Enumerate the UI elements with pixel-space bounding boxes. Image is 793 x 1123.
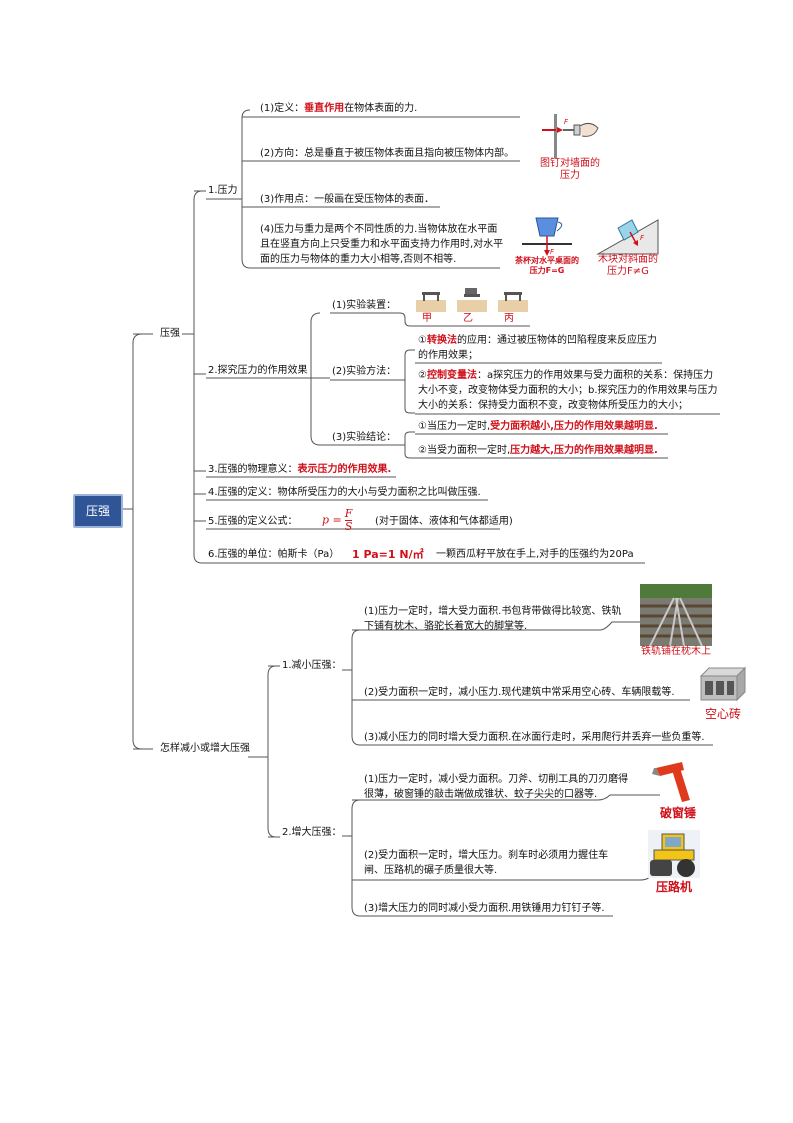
caption-brick: 空心砖	[704, 707, 741, 721]
node-setup[interactable]: (1)实验装置：	[332, 300, 397, 311]
branch-change-title[interactable]: 怎样减小或增大压强	[160, 743, 250, 754]
unit-value: 1 Pa=1 N/㎡	[352, 548, 424, 561]
caption-block: 木块对斜面的压力F≠G	[598, 254, 658, 277]
definition-highlight: 垂直作用	[304, 103, 345, 114]
node-unit[interactable]: 6.压强的单位：帕斯卡（Pa）	[208, 549, 340, 560]
node-conclusion-1[interactable]: ①当压力一定时,受力面积越小,压力的作用效果越明显.	[418, 421, 658, 432]
node-definition[interactable]: 4.压强的定义：物体所受压力的大小与受力面积之比叫做压强.	[208, 487, 481, 498]
increase-item-2[interactable]: (2)受力面积一定时，增大压力。刹车时必须用力握住车闸、压路机的碾子质量很大等.	[364, 850, 609, 876]
root-node[interactable]: 压强	[73, 494, 123, 528]
caption-roller: 压路机	[655, 880, 692, 894]
branch-pressure-title[interactable]: 压强	[160, 328, 180, 339]
node-conclusion[interactable]: (3)实验结论：	[332, 432, 397, 443]
formula-note: (对于固体、液体和气体都适用)	[375, 516, 513, 527]
conclusion1-highlight: 受力面积越小,压力的作用效果越明显.	[490, 421, 658, 432]
node-decrease[interactable]: 1.减小压强：	[282, 660, 342, 671]
setup-label-c: 丙	[504, 313, 514, 324]
node-method[interactable]: (2)实验方法：	[332, 366, 397, 377]
node-formula-label[interactable]: 5.压强的定义公式：	[208, 516, 298, 527]
cup-table-figure: F	[522, 217, 572, 256]
node-conclusion-2[interactable]: ②当受力面积一定时,压力越大,压力的作用效果越明显.	[418, 445, 658, 456]
caption-thumbtack: 图钉对墙面的压力	[540, 158, 600, 181]
road-roller-photo	[648, 830, 700, 878]
setup-label-a: 甲	[422, 313, 432, 324]
caption-hammer: 破窗锤	[659, 806, 696, 820]
node-force-relation[interactable]: (4)压力与重力是两个不同性质的力.当物体放在水平面且在竖直方向上只受重力和水平…	[260, 224, 504, 265]
method1-highlight: 转换法	[426, 335, 457, 346]
increase-item-1[interactable]: (1)压力一定时，减小受力面积。刀斧、切削工具的刀刃磨得很薄，破窗锤的敲击端做成…	[364, 774, 629, 800]
definition-suffix: 在物体表面的力.	[344, 103, 418, 114]
caption-cup: 茶杯对水平桌面的压力F=G	[515, 256, 579, 275]
node-explore[interactable]: 2.探究压力的作用效果	[208, 365, 308, 376]
decrease-item-3[interactable]: (3)减小压力的同时增大受力面积.在冰面行走时，采用爬行并丢弃一些负重等.	[364, 732, 705, 743]
force-label-f: F	[564, 118, 569, 126]
method2-highlight: 控制变量法	[426, 370, 477, 381]
definition-prefix: (1)定义：	[260, 103, 305, 114]
hollow-brick-photo	[699, 666, 747, 702]
svg-text:F: F	[640, 234, 645, 242]
node-force-definition[interactable]: (1)定义：垂直作用在物体表面的力.	[260, 102, 417, 116]
node-meaning[interactable]: 3.压强的物理意义：表示压力的作用效果.	[208, 464, 392, 475]
conclusion2-highlight: 压力越大,压力的作用效果越明显.	[510, 445, 658, 456]
unit-example: 一颗西瓜籽平放在手上,对手的压强约为20Pa	[436, 549, 634, 560]
setup-figure	[416, 288, 528, 312]
thumbtack-wall-figure: F	[542, 114, 599, 158]
setup-label-b: 乙	[463, 313, 473, 324]
block-incline-figure: F	[596, 219, 659, 255]
node-pressure-force[interactable]: 1.压力	[208, 185, 238, 196]
increase-item-3[interactable]: (3)增大压力的同时减小受力面积.用铁锤用力钉钉子等.	[364, 903, 605, 914]
svg-text:F: F	[550, 248, 555, 256]
node-increase[interactable]: 2.增大压强：	[282, 827, 342, 838]
node-force-point[interactable]: (3)作用点：一般画在受压物体的表面．	[260, 194, 435, 205]
window-hammer-photo	[652, 762, 690, 802]
caption-rail: 铁轨铺在枕木上	[641, 646, 711, 657]
meaning-highlight: 表示压力的作用效果.	[297, 464, 392, 475]
decrease-item-1[interactable]: (1)压力一定时，增大受力面积.书包背带做得比较宽、铁轨下铺有枕木、骆驼长着宽大…	[364, 606, 622, 632]
node-force-direction[interactable]: (2)方向：总是垂直于被压物体表面且指向被压物体内部。	[260, 148, 515, 159]
decrease-item-2[interactable]: (2)受力面积一定时，减小压力.现代建筑中常采用空心砖、车辆限载等.	[364, 687, 675, 698]
rail-photo	[640, 584, 712, 646]
node-method-1[interactable]: ①转换法的应用：通过被压物体的凹陷程度来反应压力的作用效果；	[418, 335, 657, 361]
node-method-2[interactable]: ②控制变量法：a探究压力的作用效果与受力面积的关系：保持压力大小不变，改变物体受…	[418, 370, 718, 411]
